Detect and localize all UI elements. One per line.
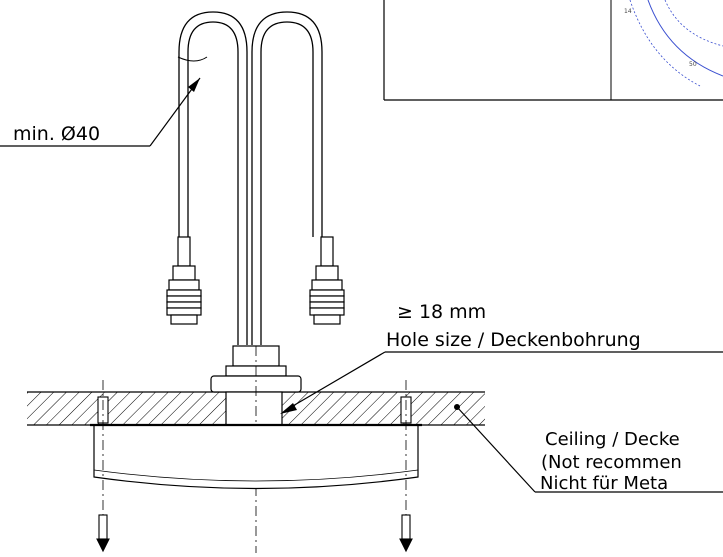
thread-stud: [225, 391, 283, 426]
connector-right: [309, 236, 345, 325]
ceiling-callout: Ceiling / Decke (Not recommen Nicht für …: [454, 404, 723, 494]
bend-arrowhead: [188, 78, 200, 92]
inset-tick-b: 50: [689, 61, 697, 68]
hole-size-callout: ≥ 18 mm Hole size / Deckenbohrung: [280, 301, 723, 414]
ceiling-note-en: (Not recommen: [541, 452, 682, 473]
ceiling-label: Ceiling / Decke: [545, 429, 680, 450]
cable-left: [178, 11, 248, 345]
hole-size-label: Hole size / Deckenbohrung: [386, 329, 641, 351]
inset-polar-curve-dashed: [629, 0, 701, 87]
inset-polar-curve-dashed-2: [664, 0, 723, 47]
screw-right: [399, 380, 413, 553]
screw-left: [96, 380, 110, 553]
radiation-pattern-inset: 14 50: [383, 0, 723, 101]
connector-left: [166, 236, 202, 325]
antenna-body: [90, 423, 422, 490]
hole-arrowhead: [280, 403, 297, 414]
mounting-hardware: [210, 345, 302, 553]
bend-radius-callout: min. Ø40: [0, 56, 208, 147]
ceiling-note-de: Nicht für Meta: [540, 473, 668, 494]
bend-radius-label: min. Ø40: [13, 123, 100, 145]
cable-right: [251, 11, 323, 345]
inset-polar-curve: [647, 0, 723, 77]
inset-tick-a: 14: [624, 8, 632, 15]
hole-min-label: ≥ 18 mm: [397, 301, 486, 323]
